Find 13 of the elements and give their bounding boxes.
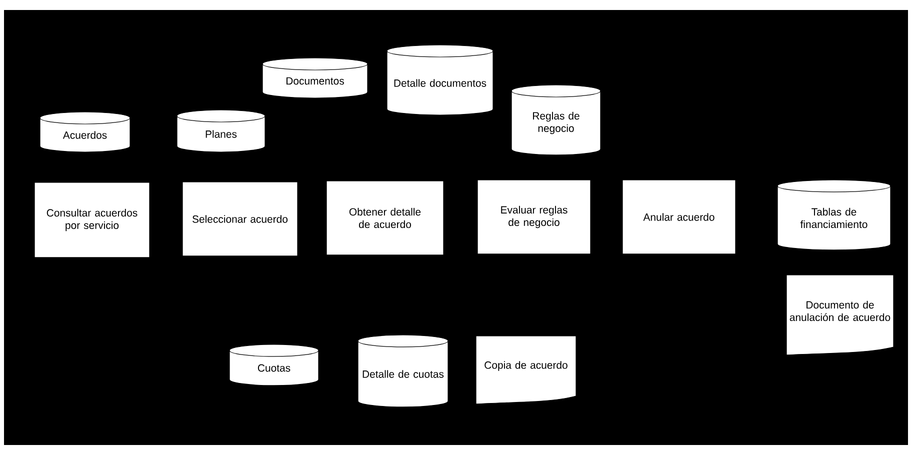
database-cylinder: Detalle de cuotas	[358, 334, 448, 408]
database-cylinder: Reglas de negocio	[511, 84, 601, 156]
database-cylinder: Cuotas	[229, 344, 319, 386]
process-box: Consultar acuerdos por servicio	[34, 182, 150, 258]
database-cylinder: Planes	[176, 110, 266, 152]
process-box: Seleccionar acuerdo	[182, 182, 298, 256]
database-cylinder: Detalle documentos	[386, 44, 494, 116]
process-box: Evaluar reglas de negocio	[477, 180, 591, 254]
database-cylinder: Tablas de financiamiento	[777, 180, 891, 250]
process-box: Obtener detalle de acuerdo	[326, 180, 444, 256]
database-cylinder: Documentos	[262, 58, 368, 98]
database-cylinder: Acuerdos	[40, 112, 130, 152]
process-box: Anular acuerdo	[622, 180, 736, 254]
